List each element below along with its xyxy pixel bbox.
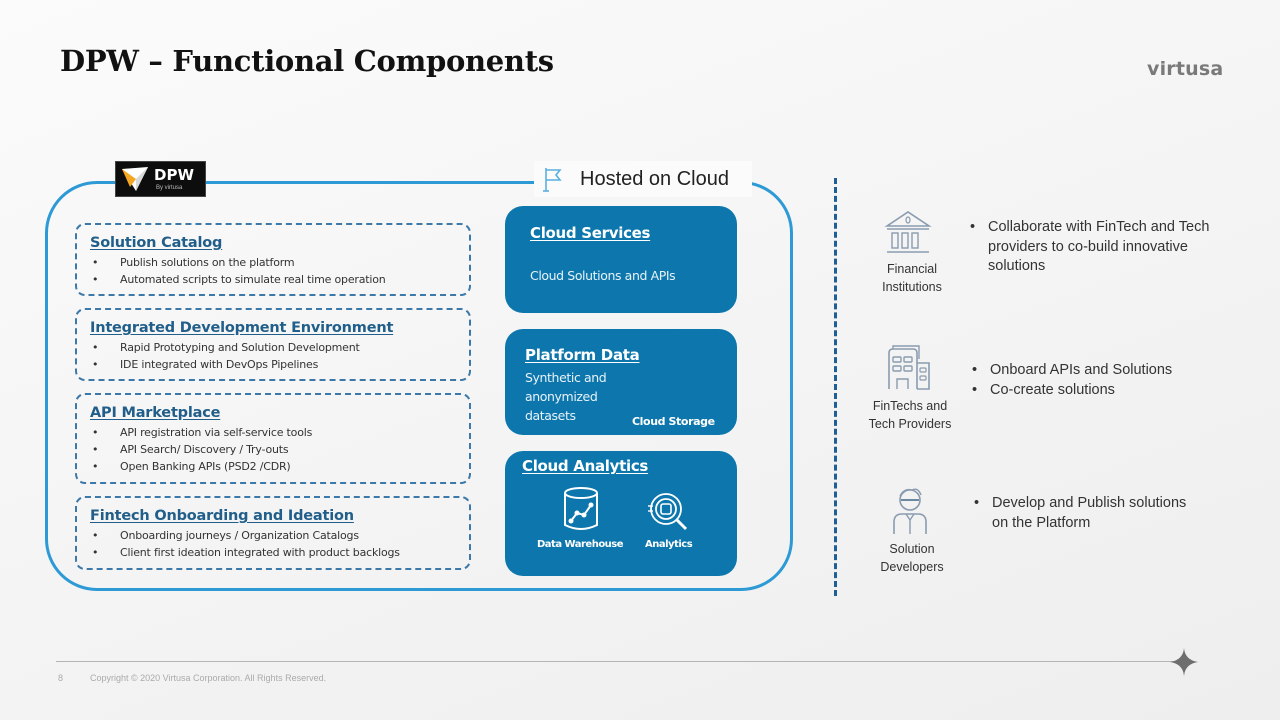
component-fintech-onboarding[interactable]: Fintech Onboarding and Ideation Onboardi… xyxy=(75,496,471,570)
section-divider xyxy=(834,178,837,596)
developer-icon xyxy=(893,488,927,534)
component-title[interactable]: Fintech Onboarding and Ideation xyxy=(90,508,354,524)
dpw-logo: DPW By virtusa xyxy=(115,161,206,197)
analytics-icon xyxy=(648,493,688,531)
name-line: Institutions xyxy=(882,280,942,294)
name-line: Tech Providers xyxy=(868,417,952,431)
component-bullet: Publish solutions on the platform xyxy=(90,254,469,271)
cloud-analytics-box[interactable]: Cloud Analytics Data Warehouse Analytics xyxy=(505,451,737,576)
component-solution-catalog[interactable]: Solution Catalog Publish solutions on th… xyxy=(75,223,471,296)
stakeholder-name: Financial Institutions xyxy=(857,260,967,296)
platform-data-title[interactable]: Platform Data xyxy=(525,346,640,364)
stakeholder-bullet: Co-create solutions xyxy=(972,381,1232,401)
stakeholder-bullet: Develop and Publish solutions on the Pla… xyxy=(974,494,1194,533)
cloud-services-title[interactable]: Cloud Services xyxy=(530,224,651,242)
virtusa-logo: virtusa xyxy=(1147,58,1224,80)
name-line: Solution xyxy=(889,542,935,556)
stakeholder-bullet: Collaborate with FinTech and Tech provid… xyxy=(970,218,1240,277)
component-bullet: API registration via self-service tools xyxy=(90,424,469,441)
stakeholder-bullet: Onboard APIs and Solutions xyxy=(972,361,1232,381)
page-title: DPW – Functional Components xyxy=(60,44,554,78)
component-bullet: Rapid Prototyping and Solution Developme… xyxy=(90,339,469,356)
name-line: Developers xyxy=(880,560,944,574)
hosted-on-cloud-text: Hosted on Cloud xyxy=(580,167,729,190)
component-title[interactable]: API Marketplace xyxy=(90,405,221,421)
data-warehouse-label: Data Warehouse xyxy=(537,539,624,550)
flag-icon xyxy=(543,168,562,192)
dpw-logo-name: DPW xyxy=(154,165,194,184)
name-line: Financial xyxy=(886,262,938,276)
component-bullet: Open Banking APIs (PSD2 /CDR) xyxy=(90,458,469,475)
data-warehouse-icon xyxy=(564,487,598,530)
platform-data-box[interactable]: Platform Data Synthetic and anonymized d… xyxy=(505,329,737,435)
cloud-services-desc: Cloud Solutions and APIs xyxy=(530,268,676,283)
component-api-marketplace[interactable]: API Marketplace API registration via sel… xyxy=(75,393,471,484)
component-title[interactable]: Solution Catalog xyxy=(90,235,223,251)
analytics-label: Analytics xyxy=(645,539,693,550)
cloud-analytics-title[interactable]: Cloud Analytics xyxy=(522,457,649,475)
component-bullet: IDE integrated with DevOps Pipelines xyxy=(90,356,469,373)
name-line: FinTechs and xyxy=(872,399,948,413)
desc-line: anonymized xyxy=(525,389,598,404)
buildings-icon xyxy=(888,345,930,390)
desc-line: Synthetic and xyxy=(525,370,607,385)
hosted-on-cloud-label: Hosted on Cloud xyxy=(534,161,752,197)
cloud-services-box[interactable]: Cloud Services Cloud Solutions and APIs xyxy=(505,206,737,313)
component-bullet: Onboarding journeys / Organization Catal… xyxy=(90,527,469,544)
copyright-text: Copyright © 2020 Virtusa Corporation. Al… xyxy=(90,673,327,683)
page-number: 8 xyxy=(58,673,64,683)
sparkle-icon xyxy=(1170,648,1198,676)
dpw-logo-icon xyxy=(122,167,148,191)
component-bullet: API Search/ Discovery / Try-outs xyxy=(90,441,469,458)
platform-data-desc: Synthetic and anonymized datasets xyxy=(525,368,607,425)
component-bullet: Automated scripts to simulate real time … xyxy=(90,271,469,288)
component-title[interactable]: Integrated Development Environment xyxy=(90,320,394,336)
component-bullet: Client first ideation integrated with pr… xyxy=(90,544,469,561)
cloud-storage-tag: Cloud Storage xyxy=(632,415,715,428)
stakeholder-name: FinTechs and Tech Providers xyxy=(855,397,965,433)
footer-divider xyxy=(56,661,1180,662)
platform-container xyxy=(45,181,793,591)
bank-icon xyxy=(884,211,932,253)
stakeholder-name: Solution Developers xyxy=(857,540,967,576)
desc-line: datasets xyxy=(525,408,576,423)
component-ide[interactable]: Integrated Development Environment Rapid… xyxy=(75,308,471,381)
dpw-logo-subtitle: By virtusa xyxy=(156,184,183,191)
